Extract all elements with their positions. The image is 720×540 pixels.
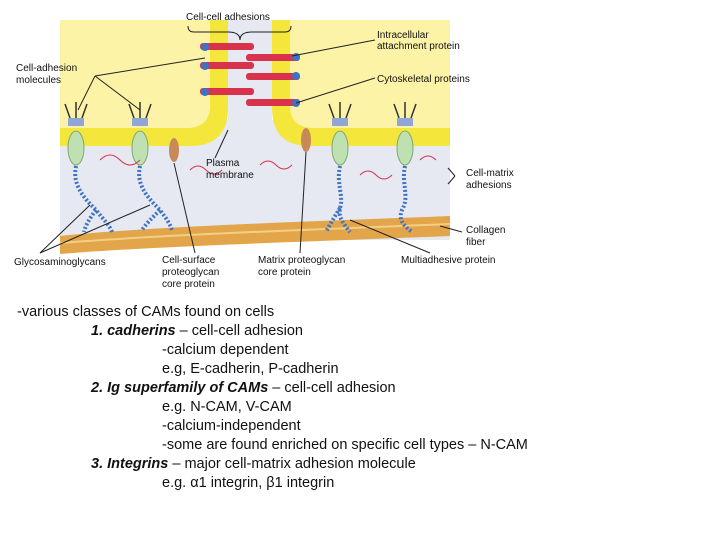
cytoplasm-right xyxy=(290,20,450,128)
cadherins-title: 1. cadherins xyxy=(91,323,176,339)
notes-item-1-detail-1: -calcium dependent xyxy=(162,342,289,358)
label-cell-matrix-1: Cell-matrix xyxy=(466,168,514,179)
cadherin-pair-middle xyxy=(200,62,300,80)
label-intracellular-2: attachment protein xyxy=(377,41,460,52)
notes-item-3: 3. Integrins – major cell-matrix adhesio… xyxy=(91,455,416,473)
integrin-1 xyxy=(64,102,88,166)
notes-item-2-detail-1: e.g. N-CAM, V-CAM xyxy=(162,399,292,415)
ig-superfamily-title: 2. Ig superfamily of CAMs xyxy=(91,380,269,396)
label-cell-surface-proteoglycan-3: core protein xyxy=(162,279,215,290)
label-plasma-membrane-1: Plasma xyxy=(206,158,240,169)
proteoglycan-core-left xyxy=(169,138,179,162)
notes-item-2-detail-2: -calcium-independent xyxy=(162,418,301,434)
label-cell-matrix-2: adhesions xyxy=(466,180,512,191)
leader-lines xyxy=(39,25,463,254)
notes-item-1-detail-2: e.g, E-cadherin, P-cadherin xyxy=(162,361,339,377)
proteoglycan-core-right xyxy=(301,128,311,152)
ig-superfamily-desc: – cell-cell adhesion xyxy=(268,380,396,396)
label-matrix-proteoglycan-2: core protein xyxy=(258,267,311,278)
label-plasma-membrane-2: membrane xyxy=(206,170,254,181)
label-cell-cell-adhesions: Cell-cell adhesions xyxy=(186,12,270,23)
label-cell-adhesion-molecules-2: molecules xyxy=(16,75,61,86)
notes-item-1: 1. cadherins – cell-cell adhesion xyxy=(91,322,303,340)
integrin-4 xyxy=(393,102,417,166)
label-collagen-1: Collagen xyxy=(466,225,505,236)
label-intracellular-1: Intracellular xyxy=(377,30,429,41)
label-glycosaminoglycans: Glycosaminoglycans xyxy=(14,257,106,268)
integrin-2 xyxy=(128,102,152,166)
integrins-desc: – major cell-matrix adhesion molecule xyxy=(168,456,416,472)
label-matrix-proteoglycan-1: Matrix proteoglycan xyxy=(258,255,345,266)
label-cell-surface-proteoglycan-2: proteoglycan xyxy=(162,267,219,278)
collagen-fiber xyxy=(60,216,450,254)
cytoplasm-left xyxy=(60,20,210,128)
notes-intro: -various classes of CAMs found on cells xyxy=(17,304,275,320)
plasma-membrane-right xyxy=(272,20,450,146)
notes-item-3-detail-1: e.g. α1 integrin, β1 integrin xyxy=(162,475,335,491)
label-collagen-2: fiber xyxy=(466,237,486,248)
label-cytoskeletal-proteins: Cytoskeletal proteins xyxy=(377,74,470,85)
notes-text: -various classes of CAMs found on cells … xyxy=(0,300,720,540)
label-multiadhesive-protein: Multiadhesive protein xyxy=(401,255,496,266)
cadherins-desc: – cell-cell adhesion xyxy=(175,323,303,339)
glycosaminoglycans-red xyxy=(99,154,437,180)
cell-adhesion-diagram: Cell-cell adhesions Intracellular attach… xyxy=(14,12,514,290)
integrin-3 xyxy=(328,102,352,166)
notes-item-2: 2. Ig superfamily of CAMs – cell-cell ad… xyxy=(91,379,396,397)
glycosaminoglycan-chains xyxy=(73,165,414,234)
integrins-title: 3. Integrins xyxy=(91,456,169,472)
notes-item-2-detail-3: -some are found enriched on specific cel… xyxy=(162,437,528,453)
collagen-fiber-highlight xyxy=(59,223,451,244)
label-cell-adhesion-molecules-1: Cell-adhesion xyxy=(16,63,77,74)
label-cell-surface-proteoglycan-1: Cell-surface xyxy=(162,255,216,266)
